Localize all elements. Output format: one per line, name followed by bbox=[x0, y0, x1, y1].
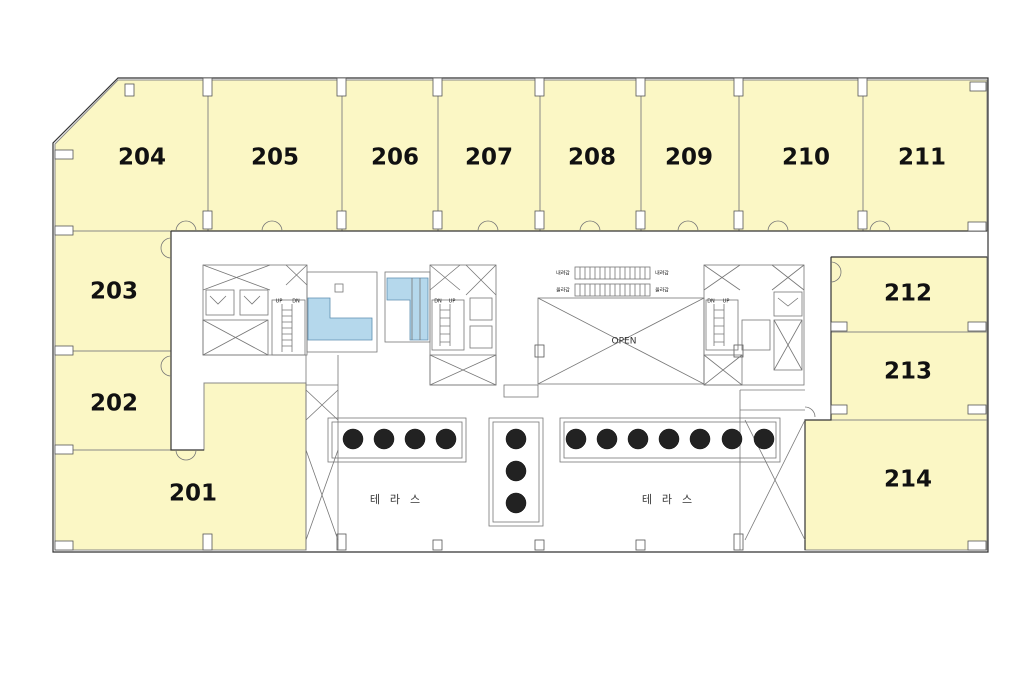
escalators: 내려감 내려감 올라감 올라감 bbox=[556, 266, 669, 297]
escalator-up-label-left: 올라감 bbox=[556, 287, 570, 294]
tree-icon bbox=[505, 460, 527, 482]
tree-icon bbox=[435, 428, 457, 450]
stair-up-label-3: UP bbox=[723, 299, 730, 305]
tree-icon bbox=[342, 428, 364, 450]
unit-label-206: 206 bbox=[371, 145, 419, 171]
unit-207[interactable] bbox=[437, 79, 541, 232]
terrace-label-right: 테라스 bbox=[642, 493, 702, 506]
unit-213[interactable] bbox=[830, 331, 988, 421]
terrace-label-left: 테라스 bbox=[370, 493, 430, 506]
escalator-down-label-right: 내려감 bbox=[655, 270, 669, 277]
corridor-wall bbox=[170, 230, 987, 550]
unit-label-203: 203 bbox=[90, 279, 138, 305]
stair-up-label: UP bbox=[276, 299, 283, 305]
unit-label-211: 211 bbox=[898, 145, 946, 171]
unit-label-209: 209 bbox=[665, 145, 713, 171]
unit-label-212: 212 bbox=[884, 281, 932, 307]
tree-icon bbox=[627, 428, 649, 450]
planter-right bbox=[559, 417, 781, 463]
tree-icon bbox=[721, 428, 743, 450]
unit-206[interactable] bbox=[341, 79, 439, 232]
core-right: DN UP bbox=[703, 264, 805, 386]
unit-205[interactable] bbox=[207, 79, 343, 232]
core-middle: DN UP bbox=[429, 264, 497, 386]
stair-up-label-2: UP bbox=[449, 299, 456, 305]
planter-center bbox=[488, 417, 544, 527]
tree-icon bbox=[404, 428, 426, 450]
unit-label-207: 207 bbox=[465, 145, 513, 171]
stair-dn-label-2: DN bbox=[434, 299, 442, 305]
tree-icon bbox=[658, 428, 680, 450]
escalator-down-label-left: 내려감 bbox=[556, 270, 570, 277]
unit-label-202: 202 bbox=[90, 391, 138, 417]
core-left: UP DN bbox=[202, 264, 308, 356]
restroom-right bbox=[384, 271, 431, 343]
tree-icon bbox=[373, 428, 395, 450]
unit-label-201: 201 bbox=[169, 481, 217, 507]
tree-icon bbox=[505, 428, 527, 450]
unit-202[interactable] bbox=[54, 350, 172, 451]
unit-208[interactable] bbox=[539, 79, 642, 232]
tree-icon bbox=[505, 492, 527, 514]
unit-label-213: 213 bbox=[884, 359, 932, 385]
tree-icon bbox=[689, 428, 711, 450]
unit-label-204: 204 bbox=[118, 145, 166, 171]
building-outline bbox=[52, 77, 989, 553]
unit-203[interactable] bbox=[54, 230, 172, 352]
escalator-up-label-right: 올라감 bbox=[655, 287, 669, 294]
open-atrium: OPEN bbox=[537, 297, 705, 385]
open-label: OPEN bbox=[612, 337, 637, 347]
stair-dn-label-3: DN bbox=[707, 299, 715, 305]
unit-label-214: 214 bbox=[884, 467, 932, 493]
planter-left bbox=[327, 417, 467, 463]
stair-left bbox=[271, 299, 306, 356]
restroom-left bbox=[306, 271, 378, 353]
unit-label-210: 210 bbox=[782, 145, 830, 171]
tree-icon bbox=[565, 428, 587, 450]
stair-dn-label: DN bbox=[292, 299, 300, 305]
unit-label-205: 205 bbox=[251, 145, 299, 171]
unit-212[interactable] bbox=[830, 256, 988, 333]
door-swings bbox=[160, 220, 891, 461]
structural-columns bbox=[54, 77, 987, 551]
tree-icon bbox=[596, 428, 618, 450]
terrace-area bbox=[305, 355, 806, 550]
tree-icon bbox=[753, 428, 775, 450]
unit-211[interactable] bbox=[862, 79, 988, 232]
unit-label-208: 208 bbox=[568, 145, 616, 171]
